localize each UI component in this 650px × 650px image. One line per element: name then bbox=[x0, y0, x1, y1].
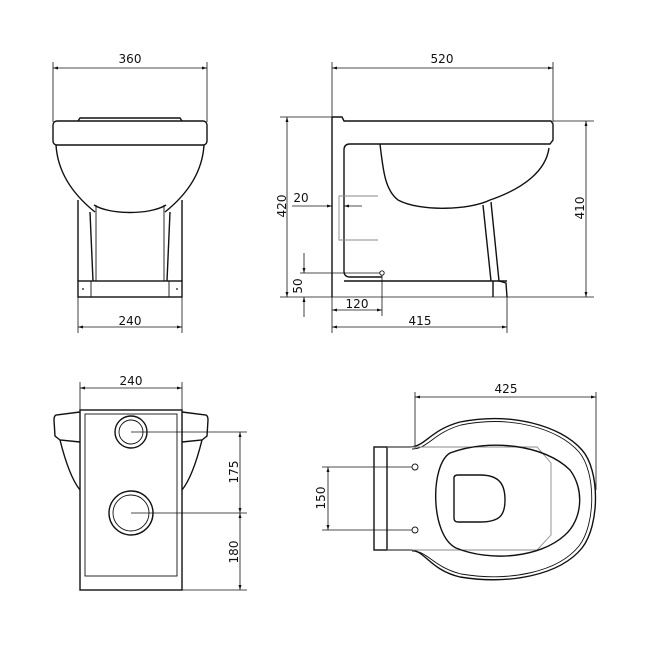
dimension-front-width: 360 bbox=[52, 52, 208, 122]
dimension-side-height: 420 bbox=[275, 116, 332, 297]
dimension-rear-width: 240 bbox=[79, 374, 183, 410]
dimension-label: 180 bbox=[227, 541, 241, 564]
dimension-label: 175 bbox=[227, 461, 241, 484]
dimension-side-base: 415 bbox=[331, 297, 508, 333]
dimension-rear-lower: 180 bbox=[227, 513, 242, 590]
dimension-outlet-height: 50 bbox=[291, 253, 380, 317]
dimension-label: 415 bbox=[409, 314, 432, 328]
dimension-outlet-distance: 120 bbox=[332, 275, 383, 316]
dimension-label: 20 bbox=[293, 191, 308, 205]
dimension-outlet-offset: 20 bbox=[292, 191, 362, 208]
side-view: 520 420 410 bbox=[275, 52, 594, 333]
dimension-label: 240 bbox=[119, 314, 142, 328]
dimension-side-length: 520 bbox=[331, 52, 554, 122]
dimension-label: 425 bbox=[495, 382, 518, 396]
dimension-label: 240 bbox=[120, 374, 143, 388]
dimension-top-length: 425 bbox=[414, 382, 597, 490]
dimension-label: 410 bbox=[573, 197, 587, 220]
dimension-side-rim-height: 410 bbox=[553, 120, 594, 297]
dimension-label: 360 bbox=[119, 52, 142, 66]
dimension-label: 420 bbox=[275, 195, 289, 218]
dimension-front-base: 240 bbox=[77, 297, 183, 333]
rear-view: 240 175 180 bbox=[53, 374, 247, 591]
dimension-label: 120 bbox=[346, 297, 369, 311]
front-view: 360 240 bbox=[52, 52, 208, 333]
top-view: 425 150 bbox=[314, 382, 597, 581]
dimension-label: 520 bbox=[431, 52, 454, 66]
dimension-rear-upper: 175 bbox=[227, 432, 242, 513]
dimension-fixing-holes: 150 bbox=[314, 466, 412, 531]
dimension-label: 150 bbox=[314, 487, 328, 510]
dimension-label: 50 bbox=[291, 278, 305, 293]
